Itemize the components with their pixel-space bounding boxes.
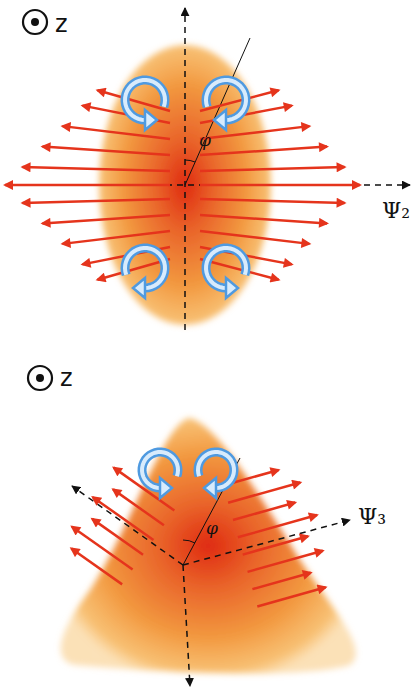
angle-label: φ [206,520,218,537]
flow-arrow [248,551,323,572]
flow-arrow [200,147,327,155]
flow-arrow [71,548,122,584]
angle-arc [185,160,195,162]
axis-label: z [55,12,68,36]
plane-label: Ψ₂ [382,200,410,222]
flow-arrows [5,90,360,606]
flow-arrow [113,489,164,525]
flow-arrow [228,482,300,502]
flow-arrow [200,167,345,171]
flow-arrow [233,503,295,520]
vortex-arrow [125,80,165,130]
dashed-axis [183,520,350,565]
vortex-arrow [125,248,165,298]
flow-arrow [92,519,143,555]
flow-arrow [243,536,308,554]
flow-arrow [252,573,310,589]
flow-arrow [43,147,171,155]
flow-arrow [200,126,309,139]
vortex-arrow [206,248,246,298]
dashed-axis [184,8,186,330]
flow-arrow [43,215,171,223]
out-of-page-symbol [28,366,52,390]
axis-label: z [60,366,73,390]
flow-arrow [63,126,171,139]
vortex-arrow [206,80,246,130]
angle-ray [185,38,250,185]
flow-arrow [200,199,345,203]
flow-arrow [200,215,327,223]
plane-label: Ψ₃ [358,506,386,528]
out-of-page-symbol [23,10,47,34]
flow-arrow [200,184,360,187]
angle-label: φ [199,132,211,149]
flow-arrow [200,231,309,244]
dashed-axis [72,486,183,565]
flow-arrow [5,184,170,187]
flow-arrow [257,587,325,606]
flow-arrow [23,167,171,171]
flow-arrow [23,199,171,203]
vortex-arrow [198,452,234,498]
triangular-fireball [61,418,356,674]
angle-arc [183,540,195,543]
flow-arrow [63,231,171,244]
flow-arrow [72,527,133,570]
dashed-axis [183,565,190,686]
flow-arrow [238,515,317,537]
vortex-arrow [142,452,178,498]
flow-arrow [93,497,154,540]
